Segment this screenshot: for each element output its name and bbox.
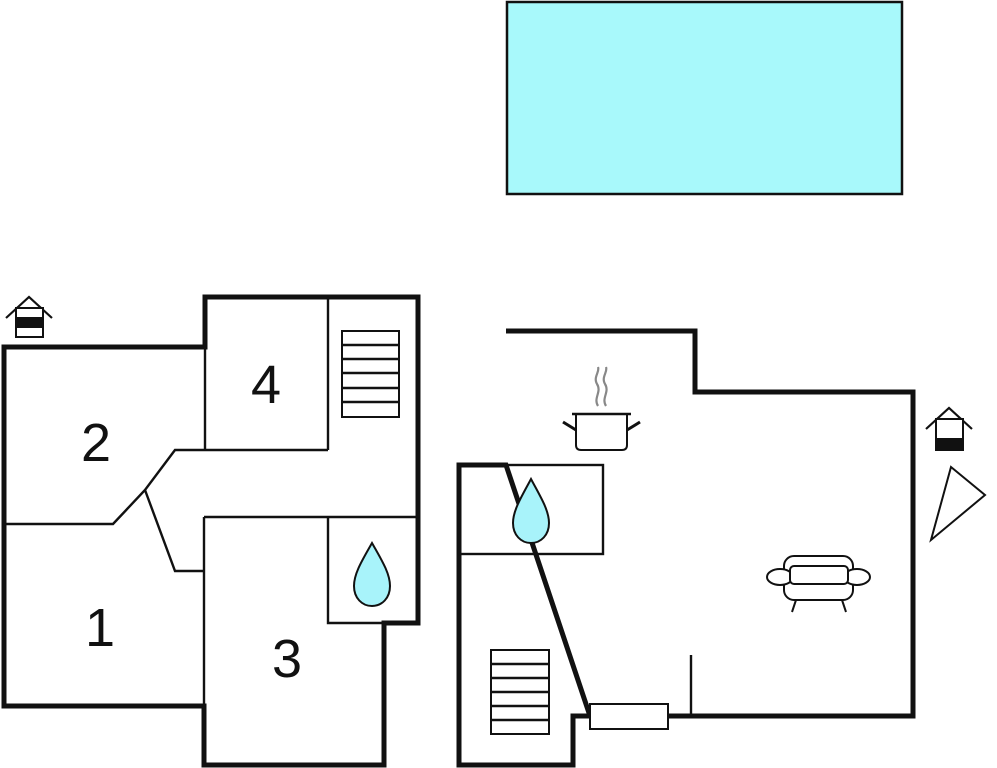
kitchen-pot-icon <box>562 366 641 451</box>
bathroom-water-drop-icon <box>352 540 392 608</box>
living-room-sofa-icon <box>766 555 871 613</box>
room-3-label: 3 <box>272 629 302 689</box>
stairs-icon <box>341 330 400 418</box>
right-bathroom <box>457 463 605 556</box>
room-4-label: 4 <box>251 355 281 415</box>
kitchen-water-drop-icon <box>511 476 551 545</box>
fireplace-radiator-icon <box>589 703 669 730</box>
stairs-icon-right <box>490 649 550 735</box>
left-floor <box>1 294 421 768</box>
right-floor <box>456 328 916 768</box>
room-2-label: 2 <box>81 413 111 473</box>
room-1-label: 1 <box>85 598 115 658</box>
compass-north-arrow-icon <box>929 465 987 543</box>
swimming-pool <box>505 0 904 196</box>
entrance-house-icon <box>5 295 53 338</box>
wall-room4-bottom <box>4 448 328 526</box>
entrance-house-icon-right <box>925 406 973 451</box>
wall-bathroom <box>326 517 384 625</box>
wall-hall-diagonal <box>143 489 204 573</box>
